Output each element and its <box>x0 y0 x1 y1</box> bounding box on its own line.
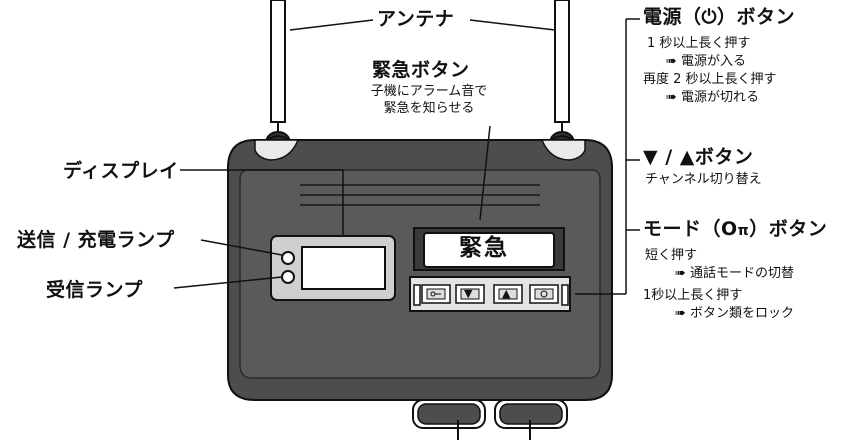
send-charge-lamp-label: 送信 / 充電ランプ <box>17 229 175 251</box>
down-key-symbol: ▼ <box>464 287 473 300</box>
power-icon <box>540 290 548 298</box>
leader-lines <box>173 18 640 295</box>
power-icon: ⏻ <box>701 6 718 28</box>
power-line3: 再度 2 秒以上長く押す <box>643 72 777 87</box>
bottom-connectors <box>412 399 568 440</box>
channel-title: ▼ / ▲ボタン <box>643 146 754 168</box>
channel-line1: チャンネル切り替え <box>645 172 762 187</box>
emergency-button[interactable] <box>413 227 565 271</box>
mode-line4: ➠ ボタン類をロック <box>675 306 795 321</box>
receive-lamp <box>281 270 295 284</box>
power-title-prefix: 電源（ <box>643 6 702 28</box>
key-icon: Oπ <box>721 218 750 240</box>
up-key-symbol: ▲ <box>502 287 511 300</box>
mode-title: モード（Oπ）ボタン <box>643 220 827 239</box>
mode-key-icon <box>430 291 441 297</box>
send-charge-lamp <box>281 251 295 265</box>
antenna-label: アンテナ <box>377 8 455 30</box>
power-title: 電源（⏻）ボタン <box>643 8 795 27</box>
power-line2: ➠ 電源が入る <box>666 54 747 69</box>
mode-line2: ➠ 通話モードの切替 <box>675 266 795 281</box>
display-panel <box>270 235 396 301</box>
emergency-desc-line2: 緊急を知らせる <box>383 101 475 116</box>
power-line4: ➠ 電源が切れる <box>666 90 760 105</box>
power-line1: 1 秒以上長く押す <box>647 36 751 51</box>
mode-line1: 短く押す <box>645 248 698 263</box>
display-label: ディスプレイ <box>63 160 179 182</box>
emergency-desc-line1: 子機にアラーム音で <box>370 84 488 99</box>
mode-line3: 1秒以上長く押す <box>643 288 743 303</box>
power-title-suffix: ）ボタン <box>717 6 796 28</box>
receive-lamp-label: 受信ランプ <box>46 279 143 301</box>
emergency-button-text: 緊急 <box>459 235 509 261</box>
mode-title-suffix: ）ボタン <box>749 218 828 240</box>
emergency-title: 緊急ボタン <box>372 59 470 81</box>
mode-title-prefix: モード（ <box>643 218 722 240</box>
right-antenna <box>543 0 581 161</box>
up-key[interactable] <box>493 284 523 304</box>
power-key[interactable] <box>529 284 559 304</box>
down-key[interactable] <box>455 284 485 304</box>
left-antenna <box>259 0 297 161</box>
